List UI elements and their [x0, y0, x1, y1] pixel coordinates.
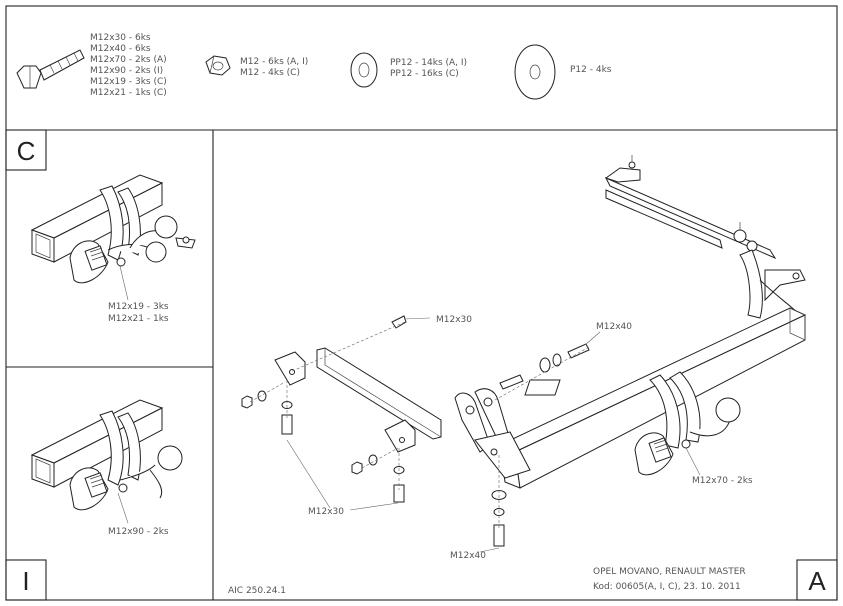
panel-c-callout-2: M12x21 - 1ks — [108, 314, 169, 324]
bolt-spec-3: M12x70 - 2ks (A) — [90, 55, 167, 65]
callout-m12x30-bottom-leader-a — [286, 439, 331, 509]
nut-icon — [205, 55, 231, 76]
fastener-bolts — [281, 315, 590, 547]
callout-m12x30-bottom: M12x30 — [308, 507, 344, 517]
callout-m12x40-bottom-leader — [479, 547, 500, 553]
panel-c-leader — [119, 265, 129, 301]
panel-c-letter: C — [17, 136, 36, 166]
hex-nuts — [241, 395, 363, 475]
bolt-icon — [16, 49, 85, 89]
washer-spec-2: PP12 - 16ks (C) — [390, 69, 459, 79]
panel-i-leader — [117, 492, 129, 524]
right-bracket — [739, 249, 806, 319]
dashed-assembly-lines — [249, 321, 590, 530]
bolt-spec-2: M12x40 - 6ks — [90, 44, 151, 54]
nut-spec-2: M12 - 4ks (C) — [240, 68, 300, 78]
outer-frame — [5, 5, 838, 601]
callout-m12x30-bottom-leader-b — [349, 502, 399, 511]
vehicle-models: OPEL MOVANO, RENAULT MASTER — [593, 567, 746, 577]
panel-i-letter: I — [22, 566, 29, 596]
panel-i-callout: M12x90 - 2ks — [108, 527, 169, 537]
washer-icon — [350, 52, 378, 88]
panel-c-callout-1: M12x19 - 3ks — [108, 302, 169, 312]
washer-list: PP12 - 14ks (A, I) PP12 - 16ks (C) — [390, 58, 467, 79]
large-washer-icon — [514, 44, 556, 100]
left-side-bracket — [454, 379, 561, 479]
bolt-spec-1: M12x30 - 6ks — [90, 33, 151, 43]
callout-m12x70-leader — [685, 447, 701, 476]
bumper-plate — [316, 347, 442, 440]
bolt-list: M12x30 - 6ks M12x40 - 6ks M12x70 - 2ks (… — [90, 33, 167, 98]
panel-a-letter-box — [796, 559, 838, 601]
large-washer-spec: P12 - 4ks — [570, 65, 612, 75]
panel-a-letter: A — [808, 566, 826, 596]
callout-m12x70: M12x70 - 2ks — [692, 476, 753, 486]
callout-m12x40-right-leader — [584, 331, 601, 346]
callout-m12x30-top: M12x30 — [436, 315, 472, 325]
washer-spec-1: PP12 - 14ks (A, I) — [390, 58, 467, 68]
callout-m12x40-bottom: M12x40 — [450, 551, 486, 561]
product-code-date: Kod: 00605(A, I, C), 23. 10. 2011 — [593, 582, 741, 592]
callout-m12x40-right: M12x40 — [596, 322, 632, 332]
nut-list: M12 - 6ks (A, I) M12 - 4ks (C) — [240, 57, 308, 78]
panel-i-towbar-drawing — [30, 399, 183, 511]
bolt-spec-6: M12x21 - 1ks (C) — [90, 88, 167, 98]
bolt-spec-5: M12x19 - 3ks (C) — [90, 77, 167, 87]
panel-c-letter-box — [5, 129, 47, 171]
towball-assembly — [634, 371, 741, 476]
panel-c-towbar-drawing — [30, 174, 196, 284]
vehicle-mount-rail — [604, 155, 777, 260]
nut-spec-1: M12 - 6ks (A, I) — [240, 57, 308, 67]
drawing-code: AIC 250.24.1 — [228, 586, 286, 596]
small-brackets — [274, 351, 416, 453]
panel-i-letter-box — [5, 559, 47, 601]
bolt-spec-4: M12x90 - 2ks (I) — [90, 66, 163, 76]
